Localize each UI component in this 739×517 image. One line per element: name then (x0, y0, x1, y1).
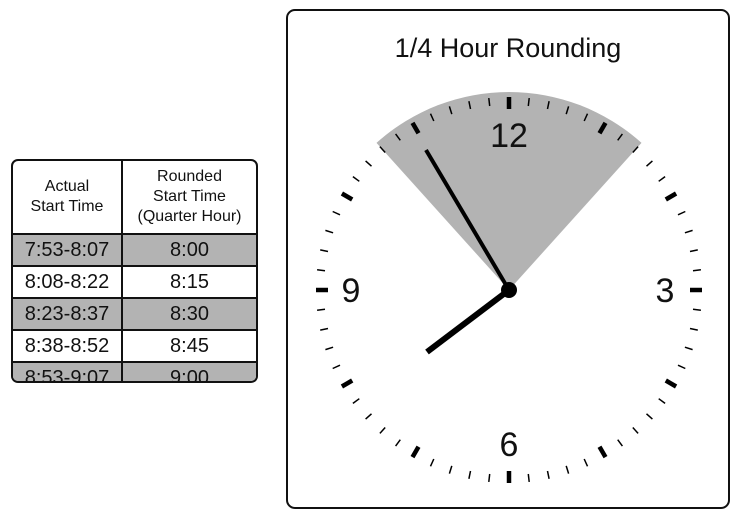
header-line: Start Time (153, 188, 226, 205)
header-line: Rounded (157, 168, 222, 185)
clock-center-pin (501, 282, 517, 298)
minute-ticks (316, 97, 702, 483)
actual-time-cell: 8:08-8:22 (13, 265, 123, 299)
header-actual-start-time: Actual Start Time (13, 161, 123, 235)
rounded-time-cell: 8:30 (121, 297, 256, 331)
rounded-time-cell: 8:15 (121, 265, 256, 299)
table-row: 7:53-8:07 8:00 (13, 233, 256, 267)
rounding-range-wedge (376, 92, 642, 290)
table-row: 8:38-8:52 8:45 (13, 329, 256, 363)
rounding-table: Actual Start Time Rounded Start Time (Qu… (11, 159, 258, 383)
numeral-12: 12 (490, 117, 528, 155)
table-row: 8:53-9:07 9:00 (13, 361, 256, 381)
clock-title: 1/4 Hour Rounding (394, 33, 622, 63)
numeral-3: 3 (656, 272, 675, 310)
rounded-time-cell: 9:00 (121, 361, 256, 381)
minute-hand (424, 148, 511, 292)
header-line: Start Time (30, 198, 104, 215)
table-header-row: Actual Start Time Rounded Start Time (Qu… (13, 161, 256, 235)
clock-face-icon: 12 3 6 9 (316, 92, 702, 483)
table-row: 8:23-8:37 8:30 (13, 297, 256, 331)
numeral-9: 9 (342, 272, 361, 310)
actual-time-cell: 7:53-8:07 (13, 233, 123, 267)
actual-time-cell: 8:53-9:07 (13, 361, 123, 381)
actual-time-cell: 8:38-8:52 (13, 329, 123, 363)
numeral-6: 6 (500, 426, 519, 464)
clock-card: 1/4 Hour Rounding 12 3 6 9 (286, 9, 730, 509)
table-row: 8:08-8:22 8:15 (13, 265, 256, 299)
header-rounded-start-time: Rounded Start Time (Quarter Hour) (121, 161, 256, 235)
header-line: (Quarter Hour) (137, 208, 242, 225)
actual-time-cell: 8:23-8:37 (13, 297, 123, 331)
rounded-time-cell: 8:45 (121, 329, 256, 363)
hour-hand (425, 287, 511, 355)
header-line: Actual (44, 178, 90, 195)
rounded-time-cell: 8:00 (121, 233, 256, 267)
